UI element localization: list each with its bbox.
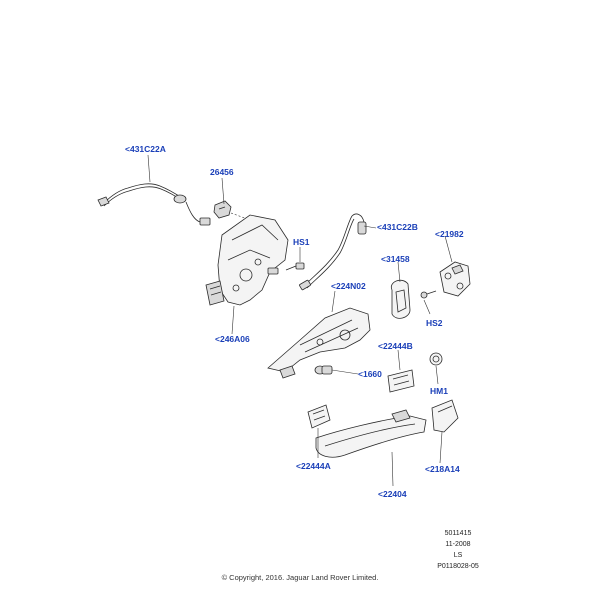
callout-22444B[interactable]: <22444B: [378, 341, 413, 351]
callout-218A14[interactable]: <218A14: [425, 464, 460, 474]
screw-HS1: [285, 262, 305, 271]
gasket-22444A: [307, 404, 331, 429]
cable-431C22B: [299, 213, 367, 291]
striker-21982: [439, 261, 471, 297]
callout-22444A[interactable]: <22444A: [296, 461, 331, 471]
leader-lines: [147, 154, 453, 487]
callout-246A06[interactable]: <246A06: [215, 334, 250, 344]
document-number: 5011415: [444, 530, 472, 537]
screw-HS2: [420, 290, 437, 299]
callout-HS2[interactable]: HS2: [426, 318, 443, 328]
end-cap-218A14: [431, 399, 459, 433]
seal-31458: [390, 279, 411, 319]
callout-HS1[interactable]: HS1: [293, 237, 310, 247]
callout-31458[interactable]: <31458: [381, 254, 410, 264]
callout-224N02[interactable]: <224N02: [331, 281, 366, 291]
gasket-22444B: [387, 369, 415, 393]
callout-1660[interactable]: <1660: [358, 369, 382, 379]
callout-431C22B[interactable]: <431C22B: [377, 222, 418, 232]
part-reference: P0118028-05: [437, 563, 479, 570]
clip-26456: [213, 200, 232, 219]
door-latch-246A06: [205, 214, 289, 306]
grommet-1660: [314, 365, 333, 375]
copyright-notice: © Copyright, 2016. Jaguar Land Rover Lim…: [221, 573, 379, 582]
callout-26456[interactable]: 26456: [210, 167, 234, 177]
document-code: LS: [453, 552, 463, 559]
callout-HM1[interactable]: HM1: [430, 386, 448, 396]
grommet-HM1: [429, 352, 443, 366]
outer-handle-22404: [315, 409, 427, 458]
callout-22404[interactable]: <22404: [378, 489, 407, 499]
document-date: 11-2008: [445, 541, 471, 548]
callout-431C22A[interactable]: <431C22A: [125, 144, 166, 154]
handle-bracket-224N02: [267, 307, 371, 379]
callout-21982[interactable]: <21982: [435, 229, 464, 239]
cable-431C22A: [97, 183, 211, 226]
